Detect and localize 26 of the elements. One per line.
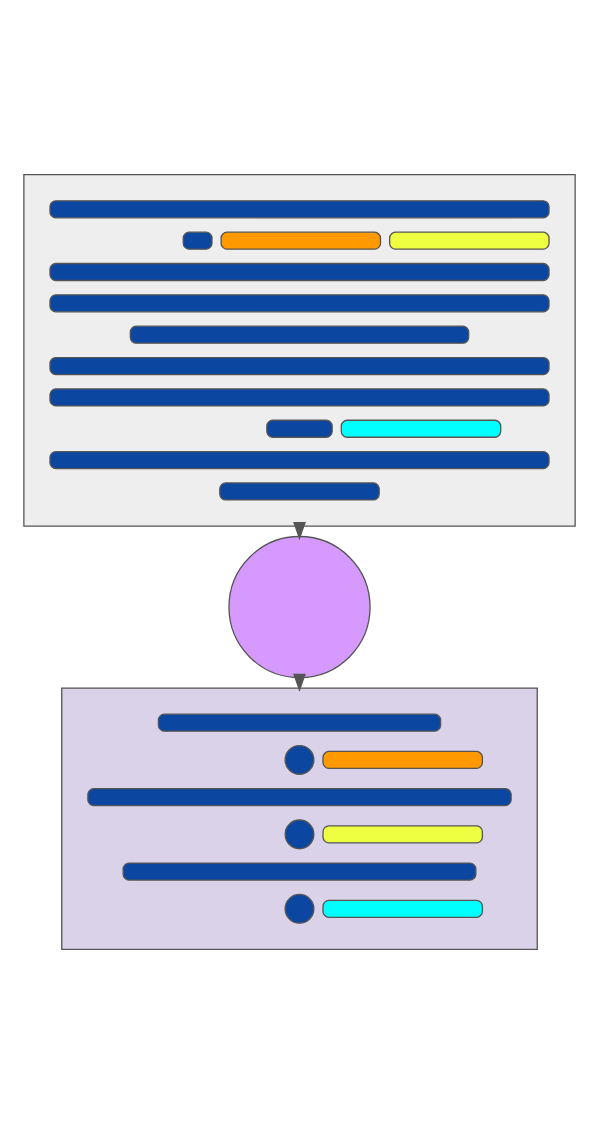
arrow: [293, 673, 306, 692]
node-bar: [389, 231, 550, 250]
node-bar: [49, 199, 550, 218]
node-bar: [122, 861, 477, 881]
node-bar: [87, 787, 512, 806]
node-bar: [219, 481, 380, 501]
node-bar: [49, 387, 550, 407]
node-bar: [49, 262, 550, 281]
node-bar: [182, 231, 213, 250]
node-bar: [322, 824, 484, 843]
node-circle: [284, 893, 315, 924]
node-bar: [220, 231, 382, 250]
node-bar: [157, 713, 442, 732]
node-bar: [266, 419, 333, 438]
node-bar: [340, 419, 502, 438]
node-circle: [284, 744, 315, 775]
node-bar: [129, 325, 470, 344]
node-bar: [49, 356, 550, 375]
cluster: [61, 686, 538, 950]
arrow: [293, 521, 306, 540]
node-bar: [49, 450, 550, 469]
node-circle: [284, 818, 315, 849]
node-bar: [49, 293, 550, 312]
cluster: [23, 173, 576, 527]
node-bar: [322, 750, 484, 769]
node-bar: [322, 899, 484, 918]
